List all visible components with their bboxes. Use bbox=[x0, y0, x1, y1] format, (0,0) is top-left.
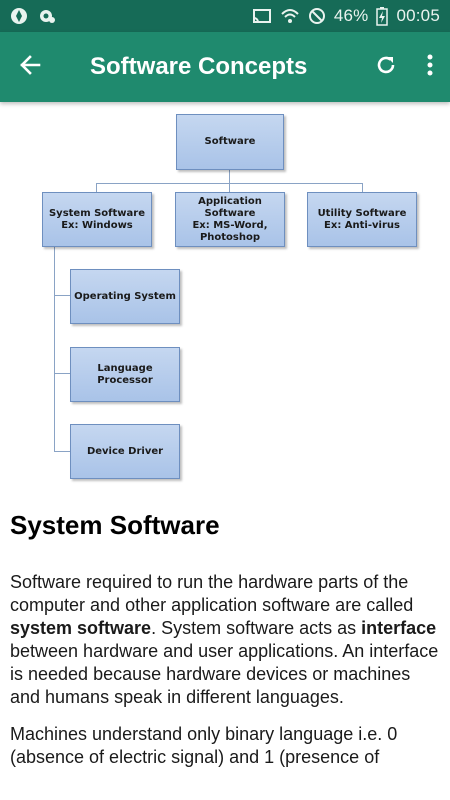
battery-charging-icon bbox=[376, 6, 389, 26]
diagram-label: System Software bbox=[48, 207, 146, 219]
more-options-button[interactable] bbox=[410, 32, 450, 102]
connector bbox=[54, 295, 70, 296]
aperture-icon bbox=[10, 7, 28, 25]
settings-notification-icon bbox=[38, 7, 56, 25]
diagram-label: Device Driver bbox=[86, 445, 164, 457]
connector bbox=[54, 246, 55, 452]
article: System Software Software required to run… bbox=[10, 510, 440, 783]
paragraph: Machines understand only binary language… bbox=[10, 724, 398, 767]
diagram-box-operating-system: Operating System bbox=[70, 269, 180, 324]
text-run: between hardware and user applications. … bbox=[10, 641, 439, 707]
diagram-example: Ex: Windows bbox=[61, 219, 133, 231]
diagram-example: Ex: MS-Word, bbox=[192, 219, 268, 231]
wifi-icon bbox=[280, 7, 300, 25]
text-run: Software required to run the hardware pa… bbox=[10, 572, 414, 615]
connector bbox=[96, 183, 97, 193]
diagram-label: Operating System bbox=[74, 290, 176, 302]
diagram-label: Application Software bbox=[198, 195, 262, 219]
app-bar: Software Concepts bbox=[0, 32, 450, 102]
diagram-box-application-software: Application Software Ex: MS-Word, Photos… bbox=[175, 192, 285, 247]
more-vert-icon bbox=[427, 54, 433, 81]
diagram-example: Ex: Anti-virus bbox=[324, 219, 400, 231]
section-heading: System Software bbox=[10, 510, 220, 540]
diagram-box-utility-software: Utility Software Ex: Anti-virus bbox=[307, 192, 417, 247]
refresh-icon bbox=[375, 54, 397, 81]
diagram-label: Software bbox=[204, 136, 256, 147]
connector bbox=[54, 373, 70, 374]
refresh-button[interactable] bbox=[362, 32, 410, 102]
connector bbox=[54, 451, 70, 452]
diagram-box-device-driver: Device Driver bbox=[70, 424, 180, 479]
content-scroll[interactable]: Software System Software Ex: Windows App… bbox=[0, 102, 450, 800]
connector bbox=[229, 183, 230, 193]
diagram-box-language-processor: Language Processor bbox=[70, 347, 180, 402]
arrow-left-icon bbox=[19, 54, 41, 81]
connector bbox=[362, 183, 363, 193]
status-bar: 46% 00:05 bbox=[0, 0, 450, 32]
text-run: . System software acts as bbox=[151, 618, 362, 638]
battery-percent: 46% bbox=[333, 6, 369, 25]
page-title: Software Concepts bbox=[90, 53, 308, 80]
clock: 00:05 bbox=[396, 6, 440, 25]
bold-term: interface bbox=[361, 618, 437, 638]
diagram-example: Photoshop bbox=[199, 231, 261, 243]
back-button[interactable] bbox=[0, 32, 60, 102]
do-not-disturb-icon bbox=[308, 7, 326, 25]
bold-term: system software bbox=[10, 618, 152, 638]
connector bbox=[229, 170, 230, 184]
diagram-box-system-software: System Software Ex: Windows bbox=[42, 192, 152, 247]
paragraph: Software required to run the hardware pa… bbox=[10, 571, 440, 709]
software-hierarchy-diagram: Software System Software Ex: Windows App… bbox=[0, 102, 450, 502]
cast-icon bbox=[252, 7, 272, 25]
diagram-label: Utility Software bbox=[317, 207, 407, 219]
diagram-box-software: Software bbox=[176, 114, 284, 170]
diagram-label: Language Processor bbox=[97, 362, 153, 386]
